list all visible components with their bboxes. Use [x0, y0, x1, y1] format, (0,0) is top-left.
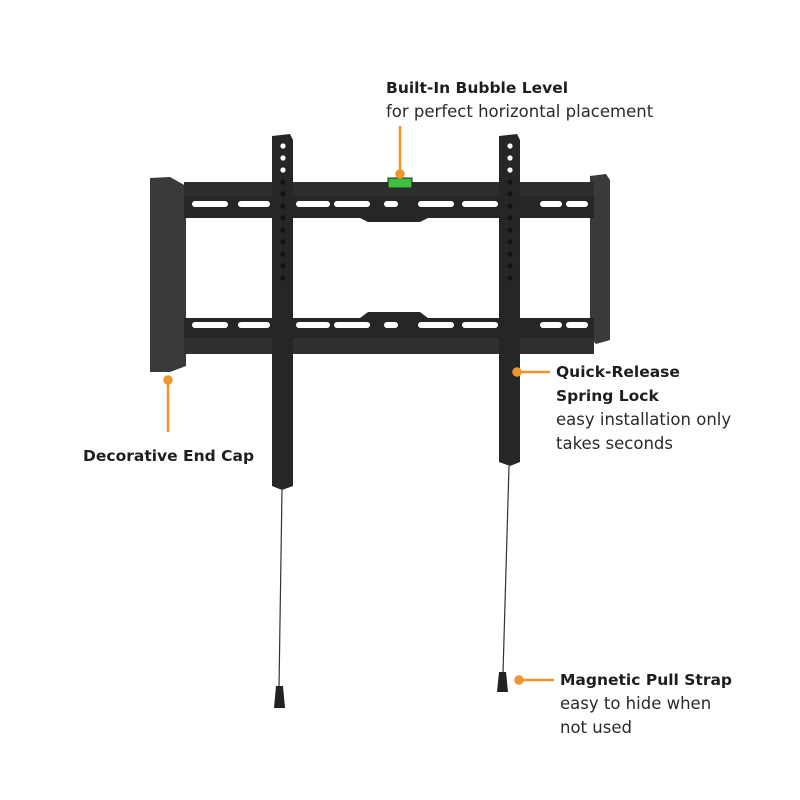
rail-slot — [192, 322, 228, 328]
bubble-level-title: Built-In Bubble Level — [386, 79, 569, 97]
bracket-hole — [280, 155, 286, 161]
bracket-holes — [280, 143, 513, 281]
rail-slot — [566, 322, 588, 328]
bracket-hole — [507, 263, 513, 269]
bracket-hole — [507, 275, 513, 281]
left-vertical-bracket — [272, 134, 293, 490]
bubble-level-desc: for perfect horizontal placement — [386, 102, 654, 121]
bracket-hole — [507, 179, 513, 185]
bracket-hole — [280, 203, 286, 209]
right-pull-strap-cord — [502, 465, 510, 674]
bubble-level-callout: Built-In Bubble Level for perfect horizo… — [386, 76, 653, 124]
bracket-hole — [507, 215, 513, 221]
rail-slot — [384, 201, 398, 207]
bracket-hole — [507, 251, 513, 257]
rail-slot — [238, 201, 270, 207]
bracket-hole — [507, 155, 513, 161]
bracket-hole — [280, 167, 286, 173]
bracket-hole — [507, 191, 513, 197]
spring-lock-title-2: Spring Lock — [556, 387, 659, 405]
bracket-hole — [507, 227, 513, 233]
right-pull-strap-weight — [497, 672, 508, 692]
left-pull-strap-cord — [278, 489, 283, 689]
bracket-hole — [280, 191, 286, 197]
left-end-cap — [150, 177, 186, 372]
rail-slot — [296, 322, 330, 328]
spring-lock-title-1: Quick-Release — [556, 363, 680, 381]
bracket-hole — [507, 143, 513, 149]
rail-slot — [238, 322, 270, 328]
bracket-hole — [280, 263, 286, 269]
right-end-cap — [590, 174, 610, 344]
rail-slot — [296, 201, 330, 207]
pull-strap-desc-1: easy to hide when — [560, 694, 712, 713]
end-cap-title: Decorative End Cap — [83, 447, 255, 465]
rail-slot — [334, 322, 370, 328]
bracket-hole — [280, 227, 286, 233]
pull-strap-callout: Magnetic Pull Strap easy to hide when no… — [560, 668, 732, 740]
spring-lock-desc-1: easy installation only — [556, 410, 732, 429]
bracket-hole — [507, 167, 513, 173]
bracket-hole — [280, 143, 286, 149]
bubble-level — [387, 177, 413, 189]
pull-strap-title: Magnetic Pull Strap — [560, 671, 733, 689]
rail-slot — [418, 201, 454, 207]
bracket-hole — [280, 239, 286, 245]
left-pull-strap-weight — [274, 686, 285, 708]
rail-slot — [192, 201, 228, 207]
bracket-hole — [280, 251, 286, 257]
right-vertical-bracket — [499, 134, 520, 466]
spring-lock-callout: Quick-Release Spring Lock easy installat… — [556, 360, 731, 456]
bottom-rail — [184, 312, 594, 354]
rail-slots — [192, 201, 588, 328]
rail-slot — [540, 322, 562, 328]
pull-strap-desc-2: not used — [560, 718, 632, 737]
rail-slot — [540, 201, 562, 207]
rail-slot — [418, 322, 454, 328]
spring-lock-desc-2: takes seconds — [556, 434, 673, 453]
rail-slot — [384, 322, 398, 328]
bracket-hole — [507, 239, 513, 245]
bracket-hole — [280, 179, 286, 185]
bracket-hole — [507, 203, 513, 209]
end-cap-callout: Decorative End Cap — [83, 444, 254, 468]
rail-slot — [566, 201, 588, 207]
bracket-hole — [280, 275, 286, 281]
rail-slot — [462, 322, 498, 328]
rail-slot — [334, 201, 370, 207]
bracket-hole — [280, 215, 286, 221]
rail-slot — [462, 201, 498, 207]
